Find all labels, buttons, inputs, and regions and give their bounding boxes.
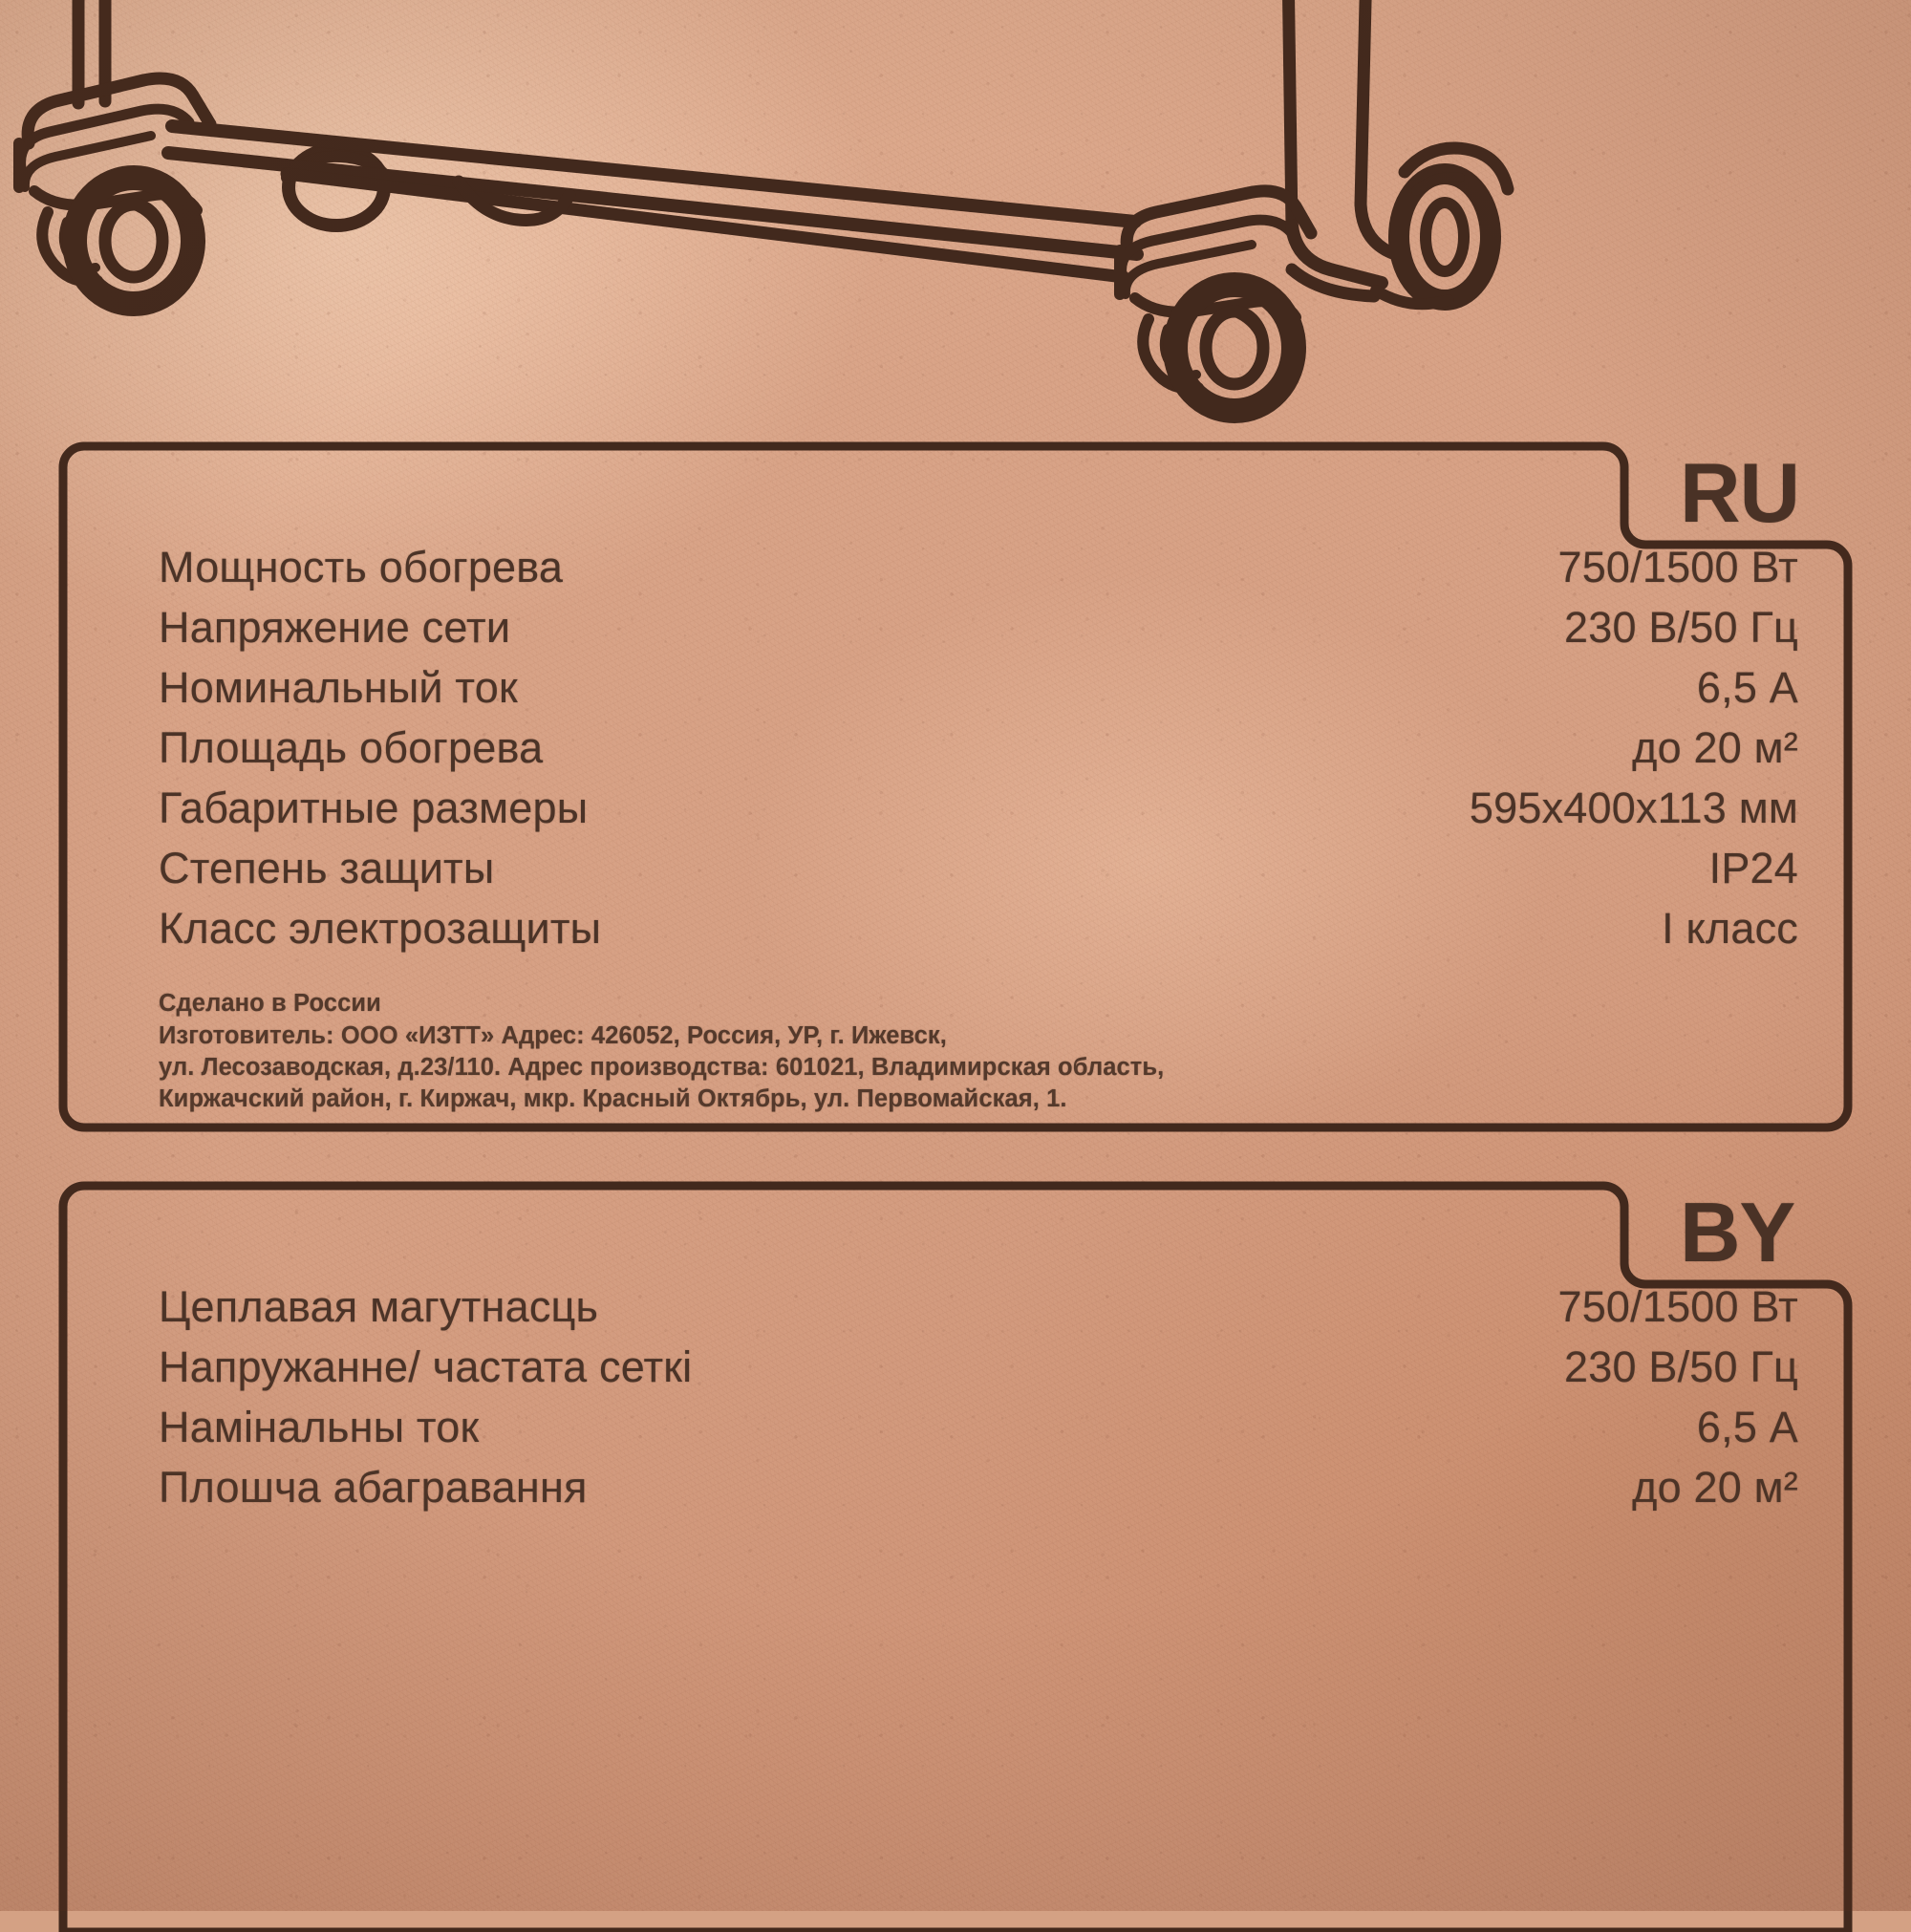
manufacturer-line-1: Изготовитель: ООО «ИЗТТ» Адрес: 426052, … <box>159 1022 947 1049</box>
manufacturer-line-3: Киржачский район, г. Киржач, мкр. Красны… <box>159 1085 1067 1112</box>
table-row: Плошча абагравання до 20 м² <box>55 1463 1856 1523</box>
made-in-line: Сделано в России <box>159 990 381 1017</box>
spec-label: Габаритные размеры <box>159 784 589 832</box>
spec-label: Цеплавая магутнасць <box>159 1282 599 1331</box>
spec-label: Намінальны ток <box>159 1403 480 1451</box>
table-row: Напружанне/ частата сеткі 230 В/50 Гц <box>55 1342 1856 1403</box>
table-row: Мощность обогрева 750/1500 Вт <box>55 543 1856 603</box>
spec-rows-by: Цеплавая магутнасць 750/1500 Вт Напружан… <box>55 1282 1856 1523</box>
spec-value: 6,5 А <box>1696 1403 1798 1451</box>
spec-label: Класс электрозащиты <box>159 904 602 953</box>
spec-value: 750/1500 Вт <box>1557 1282 1798 1331</box>
table-row: Намінальны ток 6,5 А <box>55 1403 1856 1463</box>
spec-label: Напружанне/ частата сеткі <box>159 1342 693 1391</box>
spec-box-ru: RU Мощность обогрева 750/1500 Вт Напряже… <box>55 438 1856 1137</box>
manufacturer-fine-print: Сделано в России Изготовитель: ООО «ИЗТТ… <box>55 988 1856 1115</box>
spec-label: Мощность обогрева <box>159 543 564 591</box>
spec-label: Номинальный ток <box>159 663 518 712</box>
spec-label: Степень защиты <box>159 844 495 892</box>
manufacturer-line-2: ул. Лесозаводская, д.23/110. Адрес произ… <box>159 1054 1165 1081</box>
spec-box-by: BY Цеплавая магутнасць 750/1500 Вт Напру… <box>55 1177 1856 1932</box>
spec-label: Площадь обогрева <box>159 723 544 772</box>
table-row: Номинальный ток 6,5 А <box>55 663 1856 723</box>
lang-tag-ru: RU <box>1680 445 1800 540</box>
oil-heater-caster-feet-line-drawing <box>13 0 1514 423</box>
lang-tag-by: BY <box>1680 1185 1795 1279</box>
spec-value: 750/1500 Вт <box>1557 543 1798 591</box>
spec-box-ru-border <box>58 441 1853 1132</box>
table-row: Площадь обогрева до 20 м² <box>55 723 1856 784</box>
table-row: Класс электрозащиты I класс <box>55 904 1856 964</box>
spec-value: 595x400x113 мм <box>1469 784 1798 832</box>
table-row: Степень защиты IP24 <box>55 844 1856 904</box>
spec-value: до 20 м² <box>1632 1463 1798 1512</box>
spec-label: Напряжение сети <box>159 603 511 652</box>
spec-box-by-border <box>58 1181 1853 1932</box>
spec-rows-ru: Мощность обогрева 750/1500 Вт Напряжение… <box>55 543 1856 1115</box>
table-row: Напряжение сети 230 В/50 Гц <box>55 603 1856 663</box>
spec-value: 230 В/50 Гц <box>1564 1342 1798 1391</box>
spec-value: 230 В/50 Гц <box>1564 603 1798 652</box>
spec-value: до 20 м² <box>1632 723 1798 772</box>
spec-value: IP24 <box>1708 844 1798 892</box>
table-row: Габаритные размеры 595x400x113 мм <box>55 784 1856 844</box>
spec-value: 6,5 А <box>1696 663 1798 712</box>
table-row: Цеплавая магутнасць 750/1500 Вт <box>55 1282 1856 1342</box>
spec-label: Плошча абагравання <box>159 1463 588 1512</box>
spec-value: I класс <box>1662 904 1798 953</box>
